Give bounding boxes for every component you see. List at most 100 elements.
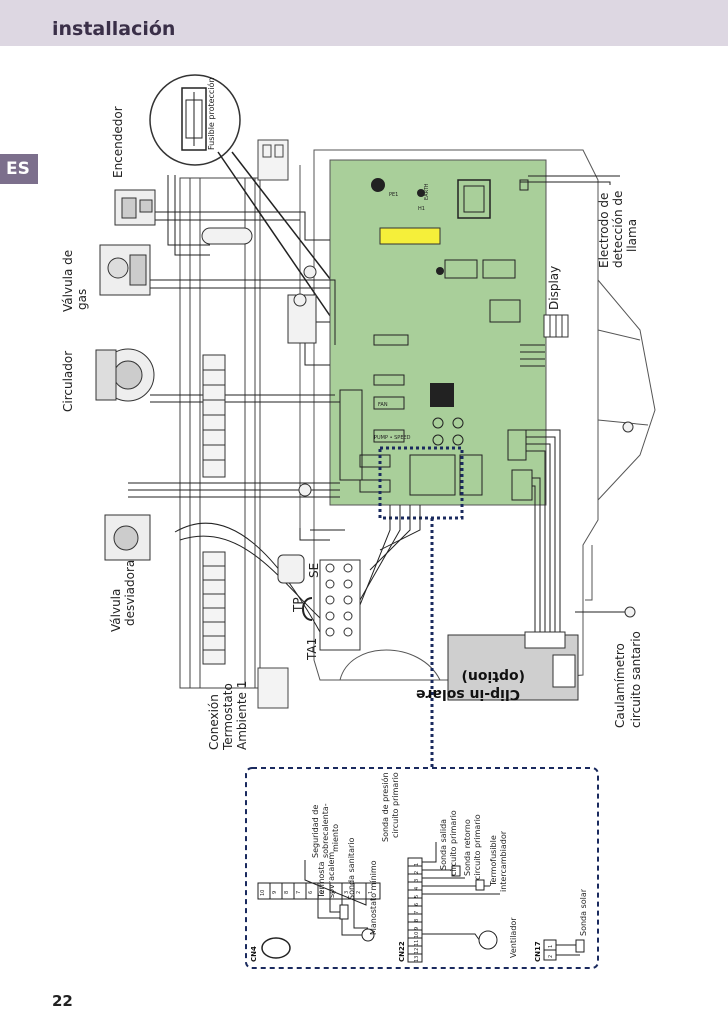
cn22-wires — [422, 842, 500, 950]
terminal-strip-upper — [202, 354, 226, 478]
bottom-connector — [257, 667, 289, 709]
board-fan-label: FAN — [378, 402, 388, 408]
salida-label-2: circuito primario — [449, 810, 458, 876]
ta1-label: TA1 — [305, 638, 319, 661]
ventilador-label: Ventilador — [509, 917, 518, 958]
fuse-label: Fusible protección — [206, 77, 216, 150]
cn22-pin: 13 — [414, 956, 420, 962]
cn17-connector — [543, 939, 557, 961]
board-pump-label: PUMP • SPEED — [374, 435, 411, 441]
sonda-sanitario-label: Sonda sanitario — [347, 838, 356, 900]
cn4-pin: 1 — [368, 891, 374, 894]
cn17-title: CN17 — [534, 941, 542, 962]
cn4-pin: 6 — [308, 891, 314, 894]
tp-label: TP — [291, 597, 305, 613]
control-board — [329, 159, 547, 506]
cn22-pin: 9 — [414, 927, 420, 930]
circulator-component — [95, 348, 155, 402]
cn4-pin: 5 — [320, 891, 326, 894]
conexion-label-3: Ambiente 1 — [235, 681, 249, 750]
cn22-pin: 3 — [414, 879, 420, 882]
cn4-pin: 3 — [344, 891, 350, 894]
conexion-label-2: Termostato — [221, 683, 235, 751]
display-connector — [543, 314, 569, 338]
cn4-pin: 10 — [260, 890, 266, 896]
clip-label-1: Clip-in solare — [416, 686, 520, 702]
clip-in-solare-module — [447, 631, 579, 701]
cn17-wires — [556, 939, 585, 956]
termostato-label-2: sovracalem — [327, 852, 336, 898]
cn22-pin: 1 — [414, 863, 420, 866]
cn4-pin: 2 — [356, 891, 362, 894]
board-h1-label: H1 — [418, 206, 425, 212]
electrodo-label-1: Electrodo de — [597, 193, 611, 268]
tp-jumper — [302, 597, 313, 621]
electrodo-label-2: detección de — [611, 191, 625, 268]
highlight-chip — [379, 227, 441, 245]
manostato-label: Manostato mínimo — [369, 860, 378, 935]
cn22-pin: 8 — [414, 919, 420, 922]
termofusible-label-1: Termofusible — [489, 835, 498, 887]
cn22-pin: 11 — [414, 940, 420, 946]
valvula-gas-label-1: Válvula de — [61, 250, 75, 312]
igniter-component — [114, 189, 156, 226]
page-header: installación — [0, 0, 728, 46]
cn22-pin: 5 — [414, 895, 420, 898]
caudalimetro-label-1: Caulamímetro — [613, 643, 627, 728]
cn4-title: CN4 — [250, 946, 258, 962]
cn22-title: CN22 — [398, 941, 406, 962]
caudalimetro-label-2: circuito santario — [629, 631, 643, 728]
boiler-outline — [299, 149, 656, 681]
board-pe1-label: PE1 — [389, 192, 398, 198]
page-number: 22 — [52, 992, 73, 1010]
cn22-pin: 12 — [414, 948, 420, 954]
display-label: Display — [547, 266, 561, 310]
cn-highlight-box — [378, 446, 464, 520]
cn17-pin: 2 — [548, 955, 554, 958]
page-title: installación — [52, 18, 176, 40]
cn22-pin: 10 — [414, 932, 420, 938]
fuse-callout — [149, 74, 241, 166]
encendedor-label: Encendedor — [111, 106, 125, 178]
seguridad-label-3: miento — [331, 824, 340, 852]
cn22-pin: 2 — [414, 871, 420, 874]
electrodo-label-3: llama — [625, 219, 639, 252]
se-label: SE — [307, 563, 321, 578]
termostato-label-1: Termosta — [317, 861, 326, 899]
gas-valve-component — [99, 244, 151, 296]
aux-components — [201, 227, 636, 618]
diverter-valve-component — [104, 514, 151, 561]
valvula-desv-label-1: Válvula — [109, 589, 123, 632]
cn22-pin: 6 — [414, 903, 420, 906]
wiring — [128, 175, 630, 640]
cn22-connector — [407, 857, 423, 963]
presion-label-1: Sonda de presión — [380, 772, 390, 842]
terminal-block — [319, 559, 361, 651]
cn4-pin: 7 — [296, 891, 302, 894]
valvula-desv-label-2: desviadora — [123, 560, 137, 626]
cn22-pin: 4 — [414, 887, 420, 890]
board-earth-label: EARTH — [424, 183, 430, 200]
top-connector — [257, 139, 289, 181]
cn4-pin: 8 — [284, 891, 290, 894]
conexion-label-1: Conexión — [207, 694, 221, 750]
cn17-pin: 1 — [548, 945, 554, 948]
cn4-jumper — [261, 937, 291, 959]
termofusible-label-2: intercambiador — [499, 830, 508, 892]
presion-label-2: circuito primario — [391, 772, 400, 838]
cn4-pin: 9 — [272, 891, 278, 894]
circulador-label: Circulador — [61, 351, 75, 412]
clip-label-2: (option) — [461, 668, 525, 684]
retorno-label-1: Sonda retorno — [463, 819, 472, 876]
cn22-pins: 13 12 11 10 9 8 7 6 5 4 3 2 1 — [414, 863, 420, 962]
valvula-gas-label-2: gas — [75, 289, 89, 310]
cn4-wires — [304, 860, 375, 942]
seguridad-label-2: sobrecalenta- — [321, 803, 330, 858]
language-tab: ES — [0, 154, 38, 184]
seguridad-label-1: Seguridad de — [311, 805, 320, 858]
retorno-label-2: circuito primario — [473, 814, 482, 880]
cn22-pin: 7 — [414, 911, 420, 914]
salida-label-1: Sonda salida — [439, 819, 448, 870]
sonda-solar-label: Sonda solar — [579, 888, 588, 936]
